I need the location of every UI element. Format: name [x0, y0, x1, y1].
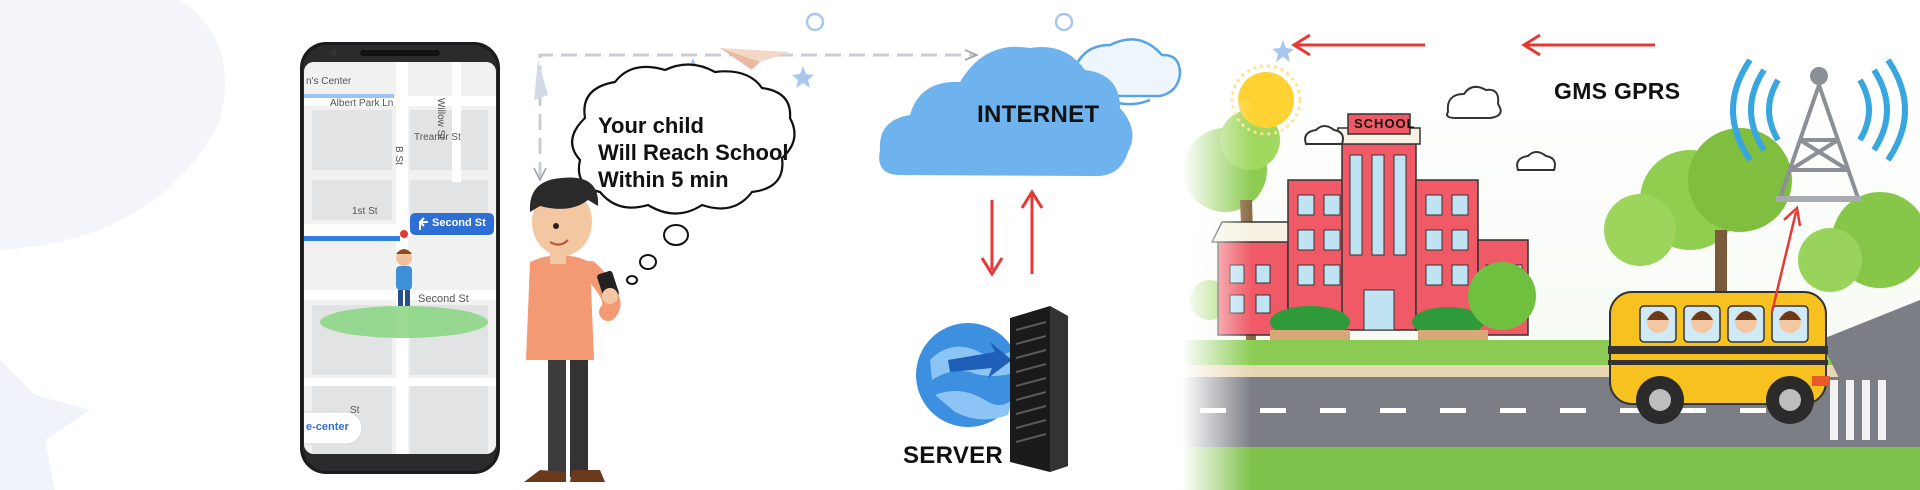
turn-left-icon — [418, 217, 428, 230]
star-icon — [1272, 40, 1294, 62]
star-icon — [792, 66, 814, 88]
gsm-signal-arrows — [1291, 33, 1802, 313]
internet-server-arrows — [980, 189, 1044, 277]
thought-bubble — [571, 63, 796, 285]
school-sign — [1347, 113, 1411, 135]
route-line — [304, 236, 400, 241]
gsm-gprs-label: GMS GPRS — [1554, 78, 1681, 104]
signal-tower-icon — [1730, 58, 1908, 202]
parent-figure — [524, 177, 621, 482]
map-label: Treanor St — [414, 132, 461, 143]
smartphone — [290, 42, 500, 474]
turn-badge-label: Second St — [432, 217, 486, 229]
map-label: St — [350, 405, 360, 416]
paper-plane-icon — [720, 48, 790, 70]
globe-icon — [916, 323, 1020, 427]
bubble-text-line-3: Within 5 min — [598, 167, 729, 192]
recenter-label[interactable]: e-center — [306, 421, 349, 433]
recenter-button[interactable] — [290, 411, 363, 445]
geofence-zone — [320, 306, 488, 338]
map-label: 1st St — [352, 206, 378, 217]
internet-cloud — [879, 46, 1133, 177]
school-sign-label: SCHOOL — [1354, 116, 1416, 131]
cloud-icon — [1304, 125, 1344, 145]
server-rack-icon — [1010, 306, 1068, 472]
server-label: SERVER — [903, 442, 1004, 469]
cloud-icon — [1446, 85, 1502, 119]
internet-label: INTERNET — [977, 101, 1100, 128]
cloud-icon — [1516, 151, 1556, 171]
map-label: B St — [393, 146, 404, 165]
map-label: Second St — [418, 293, 469, 305]
turn-badge — [410, 213, 494, 235]
map-view — [290, 62, 496, 454]
bubble-text-line-1: Your child — [598, 113, 704, 138]
map-label: Albert Park Ln — [330, 98, 394, 109]
school-bus — [1608, 291, 1830, 424]
map-label: n's Center — [306, 76, 352, 87]
school-bus-scene — [1182, 33, 1920, 490]
child-location-icon — [396, 230, 412, 306]
background-decoration — [0, 0, 225, 490]
bubble-text-line-2: Will Reach School — [598, 140, 789, 165]
